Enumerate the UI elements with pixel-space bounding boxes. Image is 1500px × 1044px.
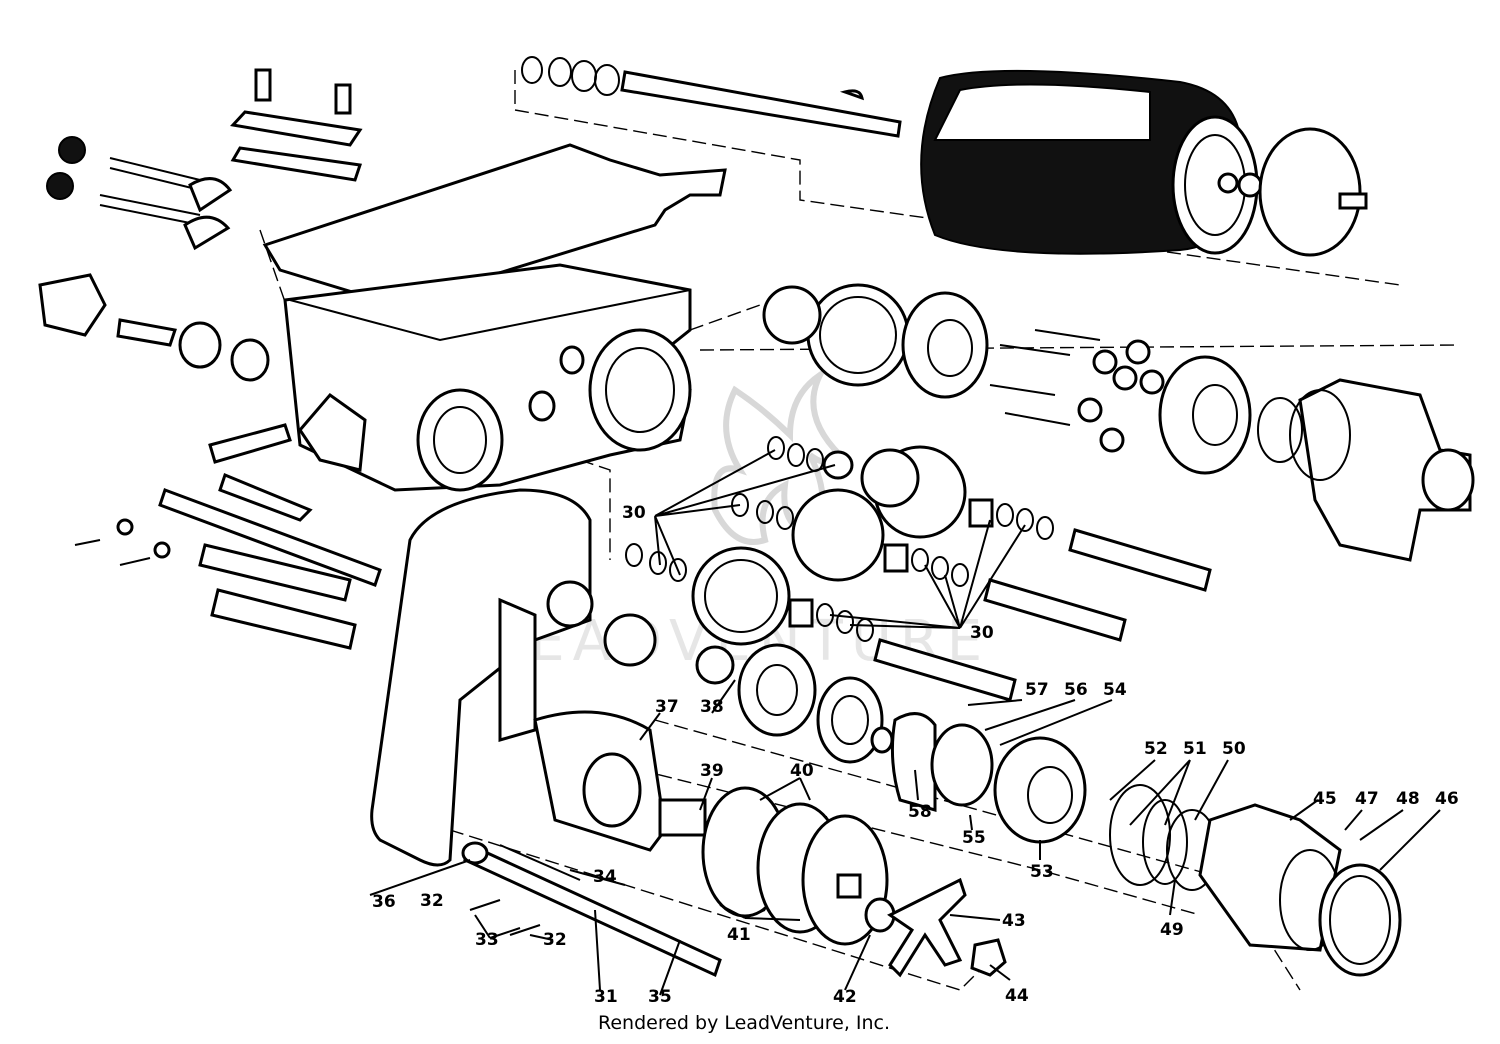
callout-34: 34	[593, 867, 617, 887]
callout-38: 38	[700, 697, 724, 717]
callout-48: 48	[1396, 789, 1420, 809]
side-cover	[370, 488, 592, 867]
clutch-assembly	[461, 643, 1402, 978]
callout-43: 43	[1002, 911, 1026, 931]
callout-54: 54	[1103, 680, 1127, 700]
callout-53: 53	[1030, 862, 1054, 882]
bevel-pinions	[989, 329, 1165, 453]
callout-57: 57	[1025, 680, 1049, 700]
mid-gears	[546, 445, 967, 685]
callout-40: 40	[790, 761, 814, 781]
callout-31: 31	[594, 987, 618, 1007]
hub-flange	[901, 291, 1252, 475]
callout-47: 47	[1355, 789, 1379, 809]
callout-44: 44	[1005, 986, 1029, 1006]
callout-50: 50	[1222, 739, 1246, 759]
callout-labels: 30 30 37 38 39 40 41 42 43 44 31 32 32 3…	[372, 503, 1459, 1007]
callout-35: 35	[648, 987, 672, 1007]
callout-33: 33	[475, 930, 499, 950]
axle-shafts	[873, 528, 1212, 702]
callout-36: 36	[372, 892, 396, 912]
credit-text: Rendered by LeadVenture, Inc.	[598, 1012, 891, 1034]
callout-32-upper: 32	[420, 891, 444, 911]
gearbox-housing	[262, 143, 727, 492]
callout-41: 41	[727, 925, 751, 945]
callout-55: 55	[962, 828, 986, 848]
callout-56: 56	[1064, 680, 1088, 700]
upper-gear	[762, 283, 910, 387]
shaft-rings	[625, 436, 1054, 642]
callout-39: 39	[700, 761, 724, 781]
callout-30-right: 30	[970, 623, 994, 643]
callout-32-lower: 32	[543, 930, 567, 950]
callout-51: 51	[1183, 739, 1207, 759]
callout-46: 46	[1435, 789, 1459, 809]
callout-49: 49	[1160, 920, 1184, 940]
callout-45: 45	[1313, 789, 1337, 809]
callout-42: 42	[833, 987, 857, 1007]
left-small-parts	[38, 68, 382, 650]
callout-37: 37	[655, 697, 679, 717]
axle-housing	[1257, 378, 1475, 562]
callout-52: 52	[1144, 739, 1168, 759]
roller-drum	[920, 69, 1368, 257]
callout-30-left: 30	[622, 503, 646, 523]
leader-lines	[369, 449, 1441, 996]
callout-58: 58	[908, 802, 932, 822]
gear-train	[546, 283, 1475, 702]
upper-shaft	[521, 56, 902, 138]
